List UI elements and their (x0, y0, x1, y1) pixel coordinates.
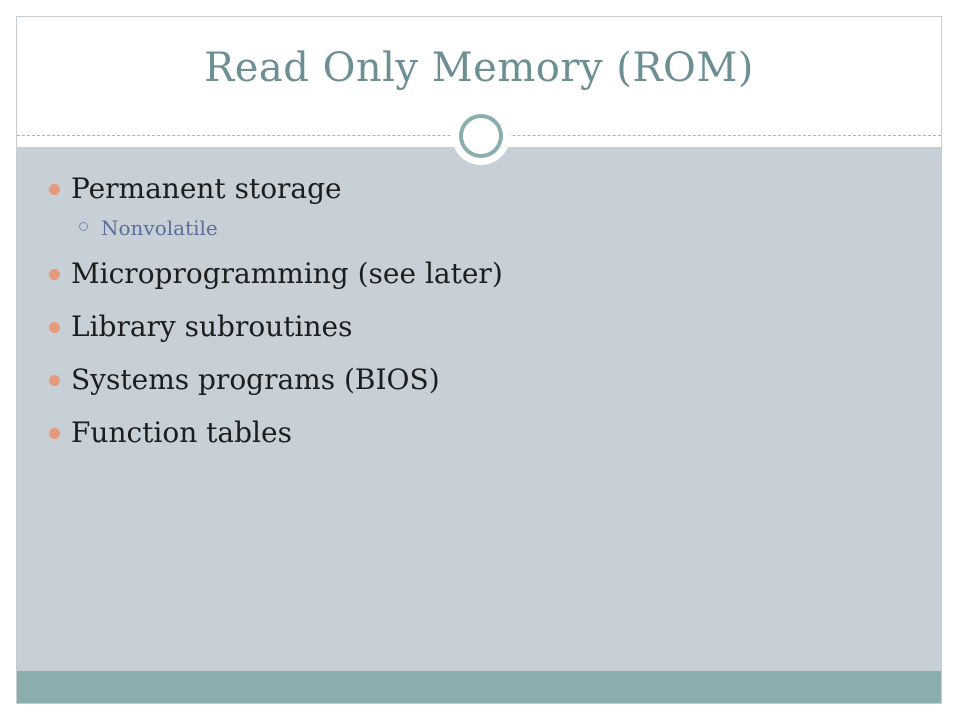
ring-ornament-icon (452, 107, 510, 165)
bullet-icon (49, 322, 60, 333)
bullet-item: Library subroutines (17, 309, 941, 362)
bullet-text: Microprogramming (see later) (71, 257, 503, 290)
sub-bullet-icon (79, 222, 88, 231)
ring-ornament-inner (463, 118, 499, 154)
bullet-text: Permanent storage (71, 172, 342, 205)
bullet-list: Permanent storage Nonvolatile Microprogr… (17, 171, 941, 468)
bullet-text: Systems programs (BIOS) (71, 363, 440, 396)
sub-bullet-item: Nonvolatile (17, 214, 941, 256)
bullet-text: Function tables (71, 416, 292, 449)
bullet-item: Function tables (17, 415, 941, 468)
bullet-item: Systems programs (BIOS) (17, 362, 941, 415)
bullet-icon (49, 269, 60, 280)
slide: Read Only Memory (ROM) Permanent storage… (16, 16, 942, 704)
bullet-icon (49, 428, 60, 439)
sub-bullet-text: Nonvolatile (101, 216, 218, 240)
bullet-item: Microprogramming (see later) (17, 256, 941, 309)
footer-band (17, 671, 941, 703)
content-area (17, 147, 941, 671)
bullet-text: Library subroutines (71, 310, 353, 343)
bullet-icon (49, 184, 60, 195)
bullet-icon (49, 375, 60, 386)
bullet-item: Permanent storage (17, 171, 941, 224)
ring-ornament-mid (459, 114, 503, 158)
slide-title: Read Only Memory (ROM) (204, 45, 754, 91)
